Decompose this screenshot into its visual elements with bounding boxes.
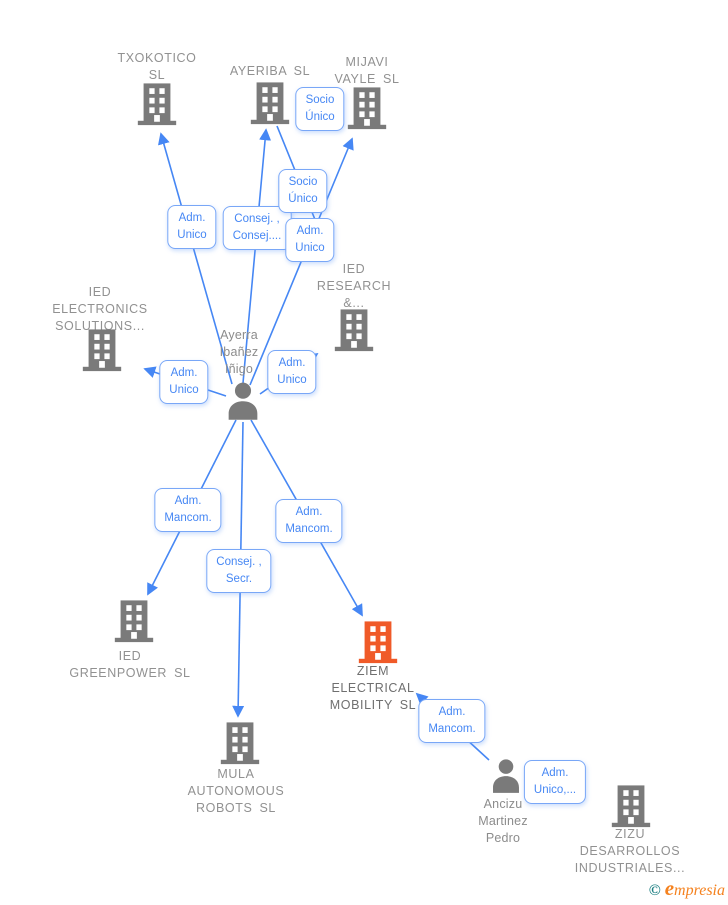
company-label-ied-research: IED RESEARCH &... [316, 262, 392, 310]
edge-label-adm-unico-mijavi[interactable]: Adm. Unico [285, 218, 335, 262]
edge-label-consej-ayeriba[interactable]: Consej. , Consej.... [222, 206, 292, 250]
person-name-ancizu: Ancizu Martinez Pedro [478, 797, 528, 845]
edge-label-adm-unico-ied-electronics[interactable]: Adm. Unico [159, 360, 209, 404]
edge-label-adm-mancom-ziem[interactable]: Adm. Mancom. [275, 499, 343, 543]
watermark-text: mpresia [674, 882, 725, 899]
copyright-icon: © [648, 882, 661, 899]
company-label-zizu: ZIZU DESARROLLOS INDUSTRIALES... [574, 827, 686, 875]
edge-label-adm-unico-txokotico[interactable]: Adm. Unico [167, 205, 217, 249]
company-label-mula: MULA AUTONOMOUS ROBOTS SL [187, 767, 285, 815]
edge-label-adm-unico-ancizu-zizu[interactable]: Adm. Unico,... [523, 760, 587, 804]
company-label-ziem: ZIEM ELECTRICAL MOBILITY SL [329, 664, 417, 712]
company-label-ayeriba: AYERIBA SL [229, 64, 311, 78]
building-icon[interactable] [331, 309, 377, 358]
company-label-ied-greenpower: IED GREENPOWER SL [69, 649, 191, 680]
building-icon[interactable] [217, 722, 263, 771]
edge-label-socio-unico-ied-research[interactable]: Socio Único [278, 169, 328, 213]
building-icon[interactable] [111, 600, 157, 649]
edge-label-consej-secr-mula[interactable]: Consej. , Secr. [206, 549, 272, 593]
person-icon[interactable] [221, 380, 265, 427]
building-icon[interactable] [344, 87, 390, 136]
company-label-txokotico: TXOKOTICO SL [117, 51, 197, 82]
watermark-initial: e [664, 876, 675, 900]
edge-label-adm-mancom-ancizu-ziem[interactable]: Adm. Mancom. [418, 699, 486, 743]
edge-label-adm-unico-ied-research[interactable]: Adm. Unico [267, 350, 317, 394]
building-icon[interactable] [608, 785, 654, 834]
edge-ayerra-ayeriba [242, 128, 272, 384]
building-icon[interactable] [79, 329, 125, 378]
building-icon[interactable] [134, 83, 180, 132]
person-icon[interactable] [486, 757, 526, 800]
edge-label-adm-mancom-greenpower[interactable]: Adm. Mancom. [154, 488, 222, 532]
company-label-ied-electronics: IED ELECTRONICS SOLUTIONS... [52, 285, 148, 333]
edge-ayerra-txokotico [158, 132, 233, 385]
empresia-watermark: © empresia [649, 876, 725, 901]
edge-ayerra-mijavi [249, 137, 354, 386]
company-label-mijavi: MIJAVI VAYLE SL [334, 55, 400, 86]
building-icon[interactable] [247, 82, 293, 131]
edge-label-socio-unico-mijavi[interactable]: Socio Único [295, 87, 345, 131]
person-name-ayerra: Ayerra Ibañez Iñigo [219, 328, 259, 376]
building-icon-highlighted[interactable] [355, 621, 401, 670]
